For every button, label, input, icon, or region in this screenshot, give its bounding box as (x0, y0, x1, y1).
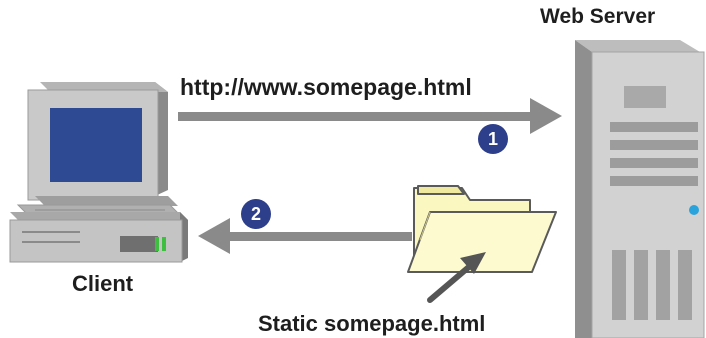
request-arrow (178, 98, 562, 134)
power-led (155, 237, 159, 251)
step-2-badge (241, 199, 271, 229)
static-file-label: Static somepage.html (258, 311, 486, 336)
static-file-pointer-arrow (427, 252, 486, 303)
server-led (689, 205, 699, 215)
client-label: Client (72, 271, 134, 296)
monitor-screen (50, 108, 142, 182)
folder-icon (407, 185, 557, 273)
step-1-number: 1 (487, 128, 498, 149)
client-computer-icon (9, 82, 188, 263)
response-arrow (198, 218, 412, 254)
server-tower-icon (575, 40, 705, 338)
disk-led (162, 237, 166, 251)
web-server-label: Web Server (540, 5, 656, 28)
request-url-label: http://www.somepage.html (180, 74, 472, 100)
step-1-badge (478, 124, 508, 154)
step-2-number: 2 (250, 203, 261, 224)
